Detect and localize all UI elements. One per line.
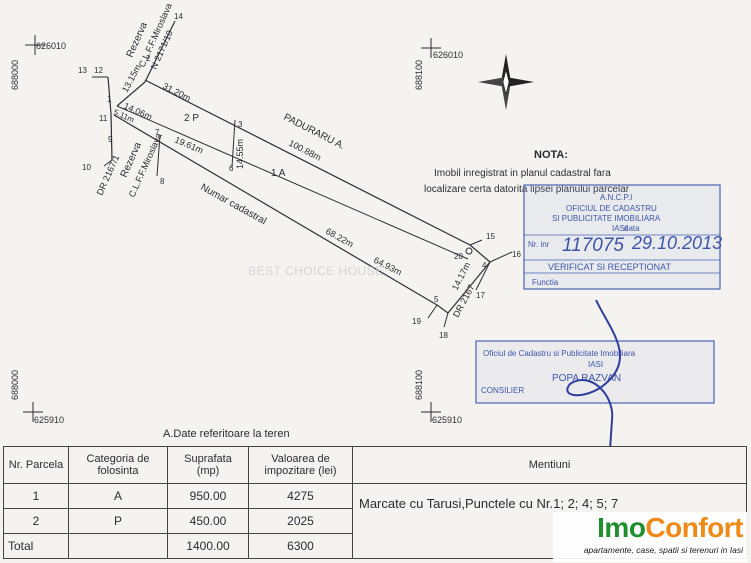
brand-imo: Imo: [597, 512, 646, 543]
point-labels: 1 2 3 4 5 6 7 8 9 10 11 12 13 14 15 16 1…: [78, 12, 521, 340]
dimension-labels: 13.15m 31.20m 100.88m 14.06m 5.11m 19.61…: [112, 63, 472, 292]
point-label: 15: [486, 232, 495, 241]
cadastre-stamp: A.N.C.P.I OFICIUL DE CADASTRU SI PUBLICI…: [523, 184, 722, 290]
cell-total-empty: [68, 533, 168, 559]
cadastral-plan-drawing: 626010 688000 626010 688100 625910 68800…: [10, 2, 722, 446]
neighbour-label: DR 2167/1: [95, 153, 122, 196]
table-row: 1 A 950.00 4275 Marcate cu Tarusi,Puncte…: [3, 483, 747, 559]
point-label: 19: [412, 317, 421, 326]
header-categoria: Categoria de folosinta: [68, 446, 168, 484]
coord-cross-bottom-right: 625910 688100: [414, 370, 462, 425]
header-suprafata: Suprafata (mp): [167, 446, 249, 484]
header-mentiuni: Mentiuni: [352, 446, 747, 484]
table-row: 2 P 450.00 2025: [3, 508, 747, 534]
point-label: 13: [78, 66, 87, 75]
dimension-label: 14.55m: [235, 139, 245, 169]
table-total-row: Total 1400.00 6300: [3, 533, 747, 559]
stamp-function-label: Functia: [532, 278, 559, 287]
parcel-data-table: Nr. Parcela Categoria de folosinta Supra…: [3, 446, 747, 559]
cell-total-label: Total: [3, 533, 69, 559]
point-label: 8: [160, 177, 165, 186]
dimension-label: 31.20m: [161, 81, 192, 104]
parcel-label: 1 A: [271, 168, 286, 179]
point-label: 2: [146, 54, 151, 63]
coord-north-top-left: 688000: [10, 60, 20, 90]
cell-nr: 1: [3, 483, 69, 509]
handwritten-registration-number: 117075: [562, 235, 624, 256]
note-line: localizare certa datorita lipsei planulu…: [424, 184, 630, 195]
coord-east-bottom-right: 625910: [432, 415, 462, 425]
stamp-role: CONSILIER: [481, 386, 524, 395]
cell-nr: 2: [3, 508, 69, 534]
brand-name: ImoConfort: [553, 512, 743, 544]
brand-tagline: apartamente, case, spatii si terenuri in…: [583, 545, 743, 555]
stamp-data-label: data: [624, 224, 640, 233]
point-label: 17: [476, 291, 485, 300]
stamp-line: Oficiul de Cadastru si Publicitate Imobi…: [483, 349, 636, 358]
point-label: 5: [434, 295, 439, 304]
point-label: 18: [439, 331, 448, 340]
cell-suprafata: 950.00: [167, 483, 249, 509]
header-nr-parcela: Nr. Parcela: [3, 446, 69, 484]
header-valoarea: Valoarea de impozitare (lei): [248, 446, 353, 484]
cell-categoria: P: [68, 508, 168, 534]
signature-icon: [566, 299, 621, 446]
coord-north-top-right: 688100: [414, 60, 424, 90]
coord-north-bottom-left: 688000: [10, 370, 20, 400]
table-header-row: Nr. Parcela Categoria de folosinta Supra…: [3, 446, 747, 484]
point-label: 20: [454, 252, 463, 261]
table-caption: A.Date referitoare la teren: [163, 428, 290, 440]
point-label: 1: [107, 95, 112, 104]
dimension-label: 100.88m: [287, 138, 323, 163]
point-label: 7: [155, 128, 160, 137]
brand-confort: Confort: [645, 512, 743, 543]
cell-valoarea: 2025: [248, 508, 353, 534]
cell-categoria: A: [68, 483, 168, 509]
point-label: 3: [238, 120, 243, 129]
point-label: 14: [174, 12, 183, 21]
consilier-stamp: Oficiul de Cadastru si Publicitate Imobi…: [475, 340, 715, 404]
cadastral-number-label: Numar cadastral: [199, 182, 268, 227]
cell-total-suprafata: 1400.00: [167, 533, 249, 559]
coord-east-top-right: 626010: [433, 50, 463, 60]
point-label: 10: [82, 163, 91, 172]
stamp-verified: VERIFICAT SI RECEPTIONAT: [548, 262, 672, 272]
compass-rose-icon: [478, 54, 534, 110]
plot-boundaries: [92, 20, 513, 328]
stamp-line: OFICIUL DE CADASTRU: [566, 204, 657, 213]
stamp-name: POPA RAZVAN: [552, 373, 621, 384]
cell-total-valoarea: 6300: [248, 533, 353, 559]
point-label: 11: [99, 114, 108, 123]
dimension-label: 13.15m: [120, 63, 143, 94]
coord-cross-top-right: 626010 688100: [414, 38, 463, 90]
point-label: 6: [229, 164, 234, 173]
parcel-label: 2 P: [184, 113, 199, 124]
handwritten-date: 29.10.2013: [631, 233, 722, 253]
cell-valoarea: 4275: [248, 483, 353, 509]
note-title: NOTA:: [534, 149, 568, 161]
imoconfort-logo: ImoConfort apartamente, case, spatii si …: [553, 512, 747, 562]
coord-east-bottom-left: 625910: [34, 415, 64, 425]
stamp-line: A.N.C.P.I: [600, 193, 632, 202]
note-line: Imobil inregistrat in planul cadastral f…: [434, 168, 611, 179]
stamp-nr-label: Nr. inr: [528, 240, 550, 249]
stamp-line: SI PUBLICITATE IMOBILIARA: [552, 214, 661, 223]
point-label: 9: [108, 135, 113, 144]
point-label: 16: [512, 250, 521, 259]
stamp-line: IASI: [588, 360, 603, 369]
dimension-label: 68.22m: [324, 226, 355, 249]
coord-cross-bottom-left: 625910 688000: [10, 370, 64, 425]
coord-cross-top-left: 626010 688000: [10, 35, 66, 90]
stamp-line: IASI: [612, 224, 627, 233]
point-label: 4: [482, 261, 487, 270]
note-block: NOTA: Imobil inregistrat in planul cadas…: [424, 149, 630, 195]
cell-suprafata: 450.00: [167, 508, 249, 534]
coord-north-bottom-right: 688100: [414, 370, 424, 400]
point-label: 12: [94, 66, 103, 75]
watermark: BEST CHOICE HOUSE: [248, 264, 384, 278]
coord-east-top-left: 626010: [36, 41, 66, 51]
